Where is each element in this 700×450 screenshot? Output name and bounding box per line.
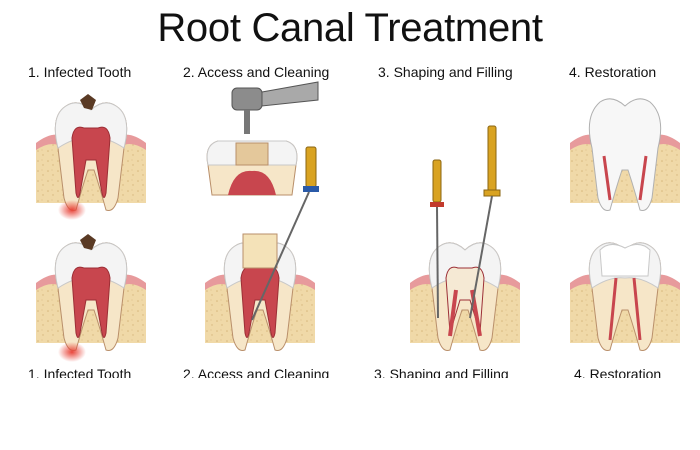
infected-tooth-bottom [36,234,146,362]
endodontic-file-icon [469,125,501,319]
cleaning-tooth [205,233,315,351]
step-label-4-repeat: 4. Restoration [574,366,662,378]
endodontic-file-icon [430,159,444,319]
dental-drill-icon [231,81,319,134]
diagram-title: Root Canal Treatment [157,6,543,50]
step-label-1-repeat: 1. Infected Tooth [28,366,132,378]
step-label-3-repeat: 3. Shaping and Filling [374,366,509,378]
endodontic-file-icon [251,146,319,321]
step-label-3: 3. Shaping and Filling [378,64,513,80]
step-label-2-repeat: 2. Access and Cleaning [183,366,330,378]
crown-icon [570,98,680,211]
access-opening-tooth [206,140,298,196]
bottom-label-strip: 1. Infected Tooth 2. Access and Cleaning… [0,364,700,378]
infected-tooth-top [36,94,146,220]
step-label-4: 4. Restoration [569,64,657,80]
step-label-1: 1. Infected Tooth [28,64,132,80]
step-label-2: 2. Access and Cleaning [183,64,330,80]
filling-tooth [410,242,520,351]
restored-tooth [570,242,680,351]
